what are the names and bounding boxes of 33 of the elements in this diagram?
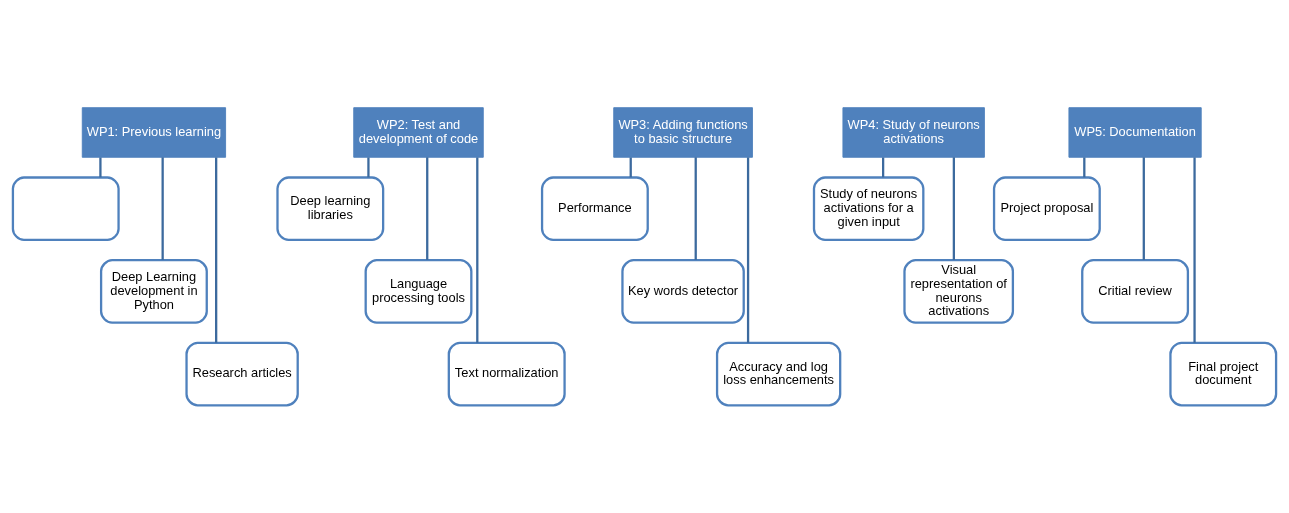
node-box: Deep learning libraries [276,176,385,242]
node-box: WP5: Documentation [1068,107,1202,158]
node-box: Visual representation of neurons activations [903,259,1015,324]
connector [161,157,164,260]
node-box [11,176,120,242]
connector [426,157,429,260]
node-box: Deep Learning development in Python [99,259,208,324]
node-box: WP2: Test and development of code [353,107,484,158]
node-box: Text normalization [447,341,566,407]
connector [1142,157,1145,260]
node-box: Key words detector [621,259,745,324]
node-box: Research articles [185,341,299,407]
connector [694,157,697,260]
connector [367,157,370,178]
node-box: Study of neurons activations for a given input [812,176,925,242]
connector [952,157,955,260]
node-box: WP1: Previous learning [81,107,227,158]
node-box: Performance [540,176,649,242]
node-box: Critial review [1081,259,1190,324]
connector [215,157,218,343]
connector [746,157,750,343]
connector [1193,157,1196,343]
connector [99,157,102,178]
node-box: WP4: Study of neurons activations [842,107,985,158]
node-box: Language processing tools [364,259,473,324]
connector [629,157,632,178]
connector [882,157,885,178]
node-box: Project proposal [992,176,1101,242]
node-box: Accuracy and log loss enhancements [715,341,842,407]
connector [1083,157,1086,178]
node-box: Final project document [1169,341,1278,407]
node-box: WP3: Adding functions to basic structure [613,107,753,158]
connector [476,157,479,343]
